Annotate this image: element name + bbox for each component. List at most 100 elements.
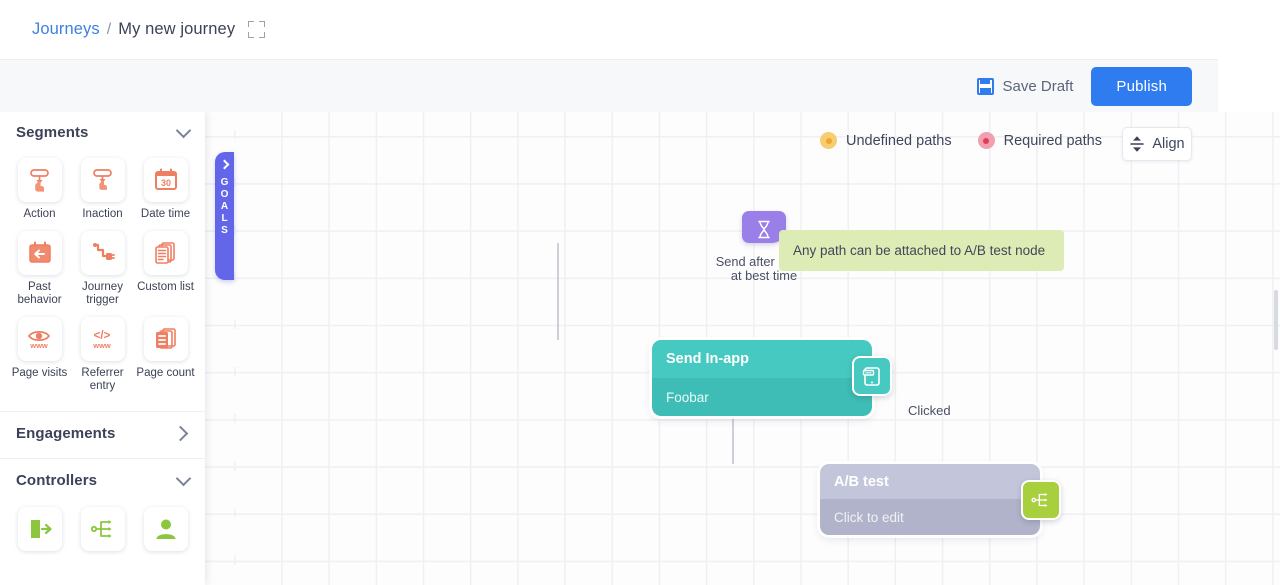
hint-tooltip-text: Any path can be attached to A/B test nod… <box>793 243 1046 258</box>
expand-fullscreen-icon[interactable] <box>248 21 266 38</box>
svg-text:www: www <box>92 341 111 350</box>
tile-person <box>143 507 188 551</box>
section-title-controllers: Controllers <box>16 471 98 489</box>
tile-action <box>17 158 62 202</box>
component-sidebar[interactable]: Segments Action <box>0 112 205 585</box>
action-bar: Save Draft Publish <box>0 59 1218 112</box>
sidebar-divider <box>0 411 205 412</box>
chevron-right-icon[interactable] <box>172 425 189 441</box>
chevron-down-icon[interactable] <box>175 122 192 138</box>
goals-tab[interactable]: GOALS <box>215 152 234 280</box>
tile-split <box>80 507 125 551</box>
segments-grid: Action Inaction <box>0 152 205 407</box>
sidebar-item-label: Inaction <box>82 208 123 220</box>
tile-page-count <box>143 317 188 361</box>
node-ab-test[interactable]: A/B test Click to edit <box>817 461 1043 538</box>
tile-date-time: 30 <box>143 158 188 202</box>
sidebar-item-label: Date time <box>140 208 191 220</box>
node-header: Send In-app <box>652 340 872 378</box>
node-body: Foobar <box>652 378 872 416</box>
floppy-disk-icon <box>976 77 994 95</box>
plug-trigger-icon <box>92 243 115 260</box>
hand-click-inaction-icon <box>92 169 112 190</box>
sidebar-item-person[interactable] <box>134 507 197 557</box>
code-www-icon: </> www <box>92 330 111 350</box>
sidebar-item-label: Journey trigger <box>82 281 123 306</box>
person-icon <box>156 519 175 539</box>
section-title-segments: Segments <box>16 123 89 141</box>
ab-test-badge[interactable] <box>1021 480 1061 520</box>
sidebar-item-past-behavior[interactable]: Past behavior <box>8 231 71 307</box>
stacked-list-icon <box>154 242 175 264</box>
sidebar-section-segments[interactable]: Segments <box>0 112 205 152</box>
eye-www-icon: www <box>27 330 50 350</box>
calendar-30-icon: 30 <box>154 168 177 190</box>
save-draft-label: Save Draft <box>1002 77 1074 95</box>
sidebar-item-exit[interactable] <box>8 507 71 557</box>
tile-referrer-entry: </> www <box>80 317 125 361</box>
sidebar-item-date-time[interactable]: 30 Date time <box>134 158 197 221</box>
stacked-pages-icon <box>155 328 176 349</box>
sidebar-item-label: Page count <box>136 367 195 379</box>
legend-item-required-paths[interactable]: Required paths <box>977 132 1102 149</box>
chevron-right-icon <box>219 159 230 170</box>
sidebar-section-engagements[interactable]: Engagements <box>0 412 205 454</box>
sidebar-item-referrer-entry[interactable]: </> www Referrer entry <box>71 317 134 393</box>
exit-door-icon <box>30 520 52 538</box>
sidebar-item-page-count[interactable]: Page count <box>134 317 197 393</box>
legend-label: Undefined paths <box>846 132 952 149</box>
legend-label: Required paths <box>1003 132 1102 149</box>
sidebar-item-inaction[interactable]: Inaction <box>71 158 134 221</box>
svg-text:30: 30 <box>160 178 170 188</box>
split-branch-icon <box>1031 493 1048 507</box>
sidebar-section-controllers[interactable]: Controllers <box>0 459 205 501</box>
breadcrumb-root-link[interactable]: Journeys <box>32 20 100 38</box>
node-subtitle: Foobar <box>666 389 709 405</box>
calendar-back-arrow-icon <box>28 241 51 263</box>
svg-text:</>: </> <box>93 330 110 342</box>
node-wait[interactable] <box>742 211 786 243</box>
tile-custom-list <box>143 231 188 275</box>
in-app-message-badge[interactable] <box>852 356 892 396</box>
publish-button[interactable]: Publish <box>1091 66 1192 106</box>
wait-caption-line2: at best time <box>730 268 798 283</box>
sidebar-item-action[interactable]: Action <box>8 158 71 221</box>
sidebar-item-page-visits[interactable]: www Page visits <box>8 317 71 393</box>
tile-page-visits: www <box>17 317 62 361</box>
sidebar-item-split[interactable] <box>71 507 134 557</box>
node-title: A/B test <box>834 473 889 490</box>
status-dot-icon <box>977 132 995 149</box>
hourglass-icon <box>758 220 770 239</box>
status-dot-icon <box>820 132 837 149</box>
tile-inaction <box>80 158 125 202</box>
node-header: A/B test <box>820 464 1040 499</box>
sidebar-item-journey-trigger[interactable]: Journey trigger <box>71 231 134 307</box>
align-button[interactable]: Align <box>1122 127 1192 161</box>
page-scrollbar[interactable] <box>1274 290 1278 350</box>
node-body: Click to edit <box>820 499 1040 535</box>
node-send-in-app[interactable]: Send In-app Foobar <box>649 337 875 419</box>
sidebar-divider <box>0 458 205 459</box>
breadcrumb-bar: Journeys / My new journey <box>0 0 1280 59</box>
breadcrumb-separator: / <box>106 20 112 38</box>
sidebar-item-custom-list[interactable]: Custom list <box>134 231 197 307</box>
path-legend: Undefined paths Required paths <box>820 132 1102 149</box>
sidebar-item-label: Custom list <box>137 281 194 293</box>
sidebar-item-label: Referrer entry <box>81 367 124 392</box>
journey-canvas[interactable]: Send after 1 day, at best time Send In-a… <box>205 112 1280 585</box>
section-title-engagements: Engagements <box>16 424 116 442</box>
save-draft-button[interactable]: Save Draft <box>976 77 1074 95</box>
sidebar-item-label: Action <box>23 208 56 220</box>
svg-text:www: www <box>29 341 48 350</box>
legend-item-undefined-paths[interactable]: Undefined paths <box>820 132 952 149</box>
tile-exit <box>17 507 62 551</box>
in-app-message-icon <box>862 367 880 386</box>
tile-past-behavior <box>17 231 62 275</box>
chevron-down-icon[interactable] <box>175 470 192 486</box>
align-vertical-icon <box>1130 136 1145 152</box>
hint-tooltip: Any path can be attached to A/B test nod… <box>779 230 1064 271</box>
controllers-grid <box>0 501 205 571</box>
goals-tab-label: GOALS <box>219 177 230 237</box>
align-label: Align <box>1152 136 1185 152</box>
